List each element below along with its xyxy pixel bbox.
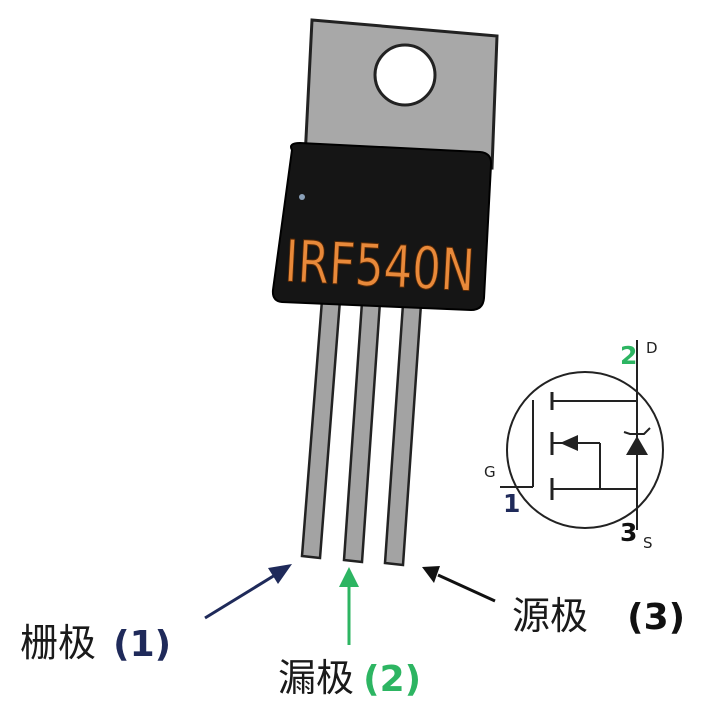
symbol-drain-number: 2 (620, 341, 637, 370)
drain-name: 漏极 (278, 656, 355, 700)
pin-source (383, 302, 423, 567)
source-name: 源极 (512, 594, 589, 638)
source-number: (3) (627, 597, 686, 638)
pin-drain (342, 300, 382, 564)
pins (300, 298, 423, 567)
gate-number: (1) (113, 624, 172, 665)
source-arrow-shaft (437, 573, 496, 603)
gate-name: 栅极 (20, 621, 97, 665)
package-body: IRF540N (271, 141, 493, 312)
mounting-hole (373, 43, 437, 107)
symbol-source-number: 3 (620, 518, 637, 547)
drain-number: (2) (363, 659, 422, 700)
mosfet-symbol (500, 340, 664, 530)
symbol-circle (506, 371, 664, 529)
drain-arrow-head (339, 567, 359, 587)
symbol-gate-number: 1 (503, 489, 520, 518)
drain-label: 漏极 (2) (278, 647, 421, 702)
heatsink-tab (303, 18, 499, 170)
symbol-body-diode (626, 436, 648, 455)
symbol-channel-arrow (560, 435, 578, 451)
gate-arrow-shaft (204, 570, 281, 620)
source-label: 源极 (3) (512, 585, 685, 640)
source-arrow-head (422, 566, 440, 583)
part-marking: IRF540N (283, 227, 476, 305)
gate-arrow-head (268, 564, 292, 584)
symbol-gate-letter: G (484, 463, 496, 481)
pin-arrows (204, 564, 496, 645)
symbol-source-letter: S (643, 534, 653, 552)
pin1-dot (299, 194, 305, 200)
symbol-drain-letter: D (646, 339, 658, 357)
gate-label: 栅极 (1) (20, 612, 171, 667)
pin-gate (300, 298, 342, 560)
